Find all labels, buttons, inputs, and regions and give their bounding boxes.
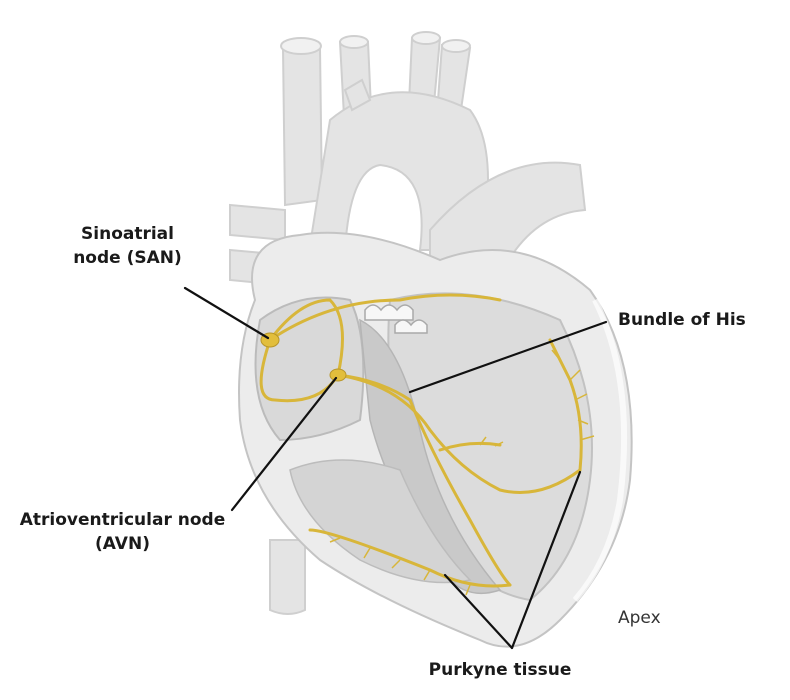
avn-label-line1: Atrioventricular node: [19, 510, 226, 530]
wall-highlight: [572, 298, 628, 602]
inferior-vena-cava: [269, 539, 306, 615]
purkinje-right: [308, 528, 512, 588]
conduction-system: [259, 293, 583, 588]
san-label-line2: node (SAN): [73, 248, 182, 268]
purkyne-leader-line-2: [510, 470, 582, 650]
apex-label: Apex: [618, 608, 661, 628]
his-bundle-left: [336, 373, 582, 494]
san-leader-line: [183, 286, 270, 340]
pulmonary-vein-small: [343, 78, 372, 112]
purkinje-fibrils: [329, 349, 595, 596]
pulmonary-vein-upper: [229, 203, 286, 242]
purkinje-branch: [438, 441, 502, 452]
san-label: Sinoatrial node (SAN): [40, 222, 215, 270]
atrioventricular-node: [329, 368, 347, 382]
bundle-of-his-label: Bundle of His: [618, 310, 746, 330]
right-ventricle: [289, 459, 472, 584]
avn-leader-line: [230, 376, 338, 512]
avn-label-line2: (AVN): [95, 534, 150, 554]
his-bundle-right: [336, 373, 512, 587]
avn-label: Atrioventricular node (AVN): [0, 508, 245, 556]
heart-valves: [364, 304, 428, 334]
purkyne-tissue-label: Purkyne tissue: [428, 660, 572, 680]
bundle-leader-line: [408, 320, 608, 394]
san-label-line1: Sinoatrial: [81, 224, 174, 244]
superior-vena-cava: [281, 43, 324, 207]
leader-lines: [183, 286, 608, 650]
purkyne-leader-line-1: [443, 573, 514, 650]
bachmann-bundle: [268, 293, 502, 342]
purkinje-left: [548, 338, 583, 472]
